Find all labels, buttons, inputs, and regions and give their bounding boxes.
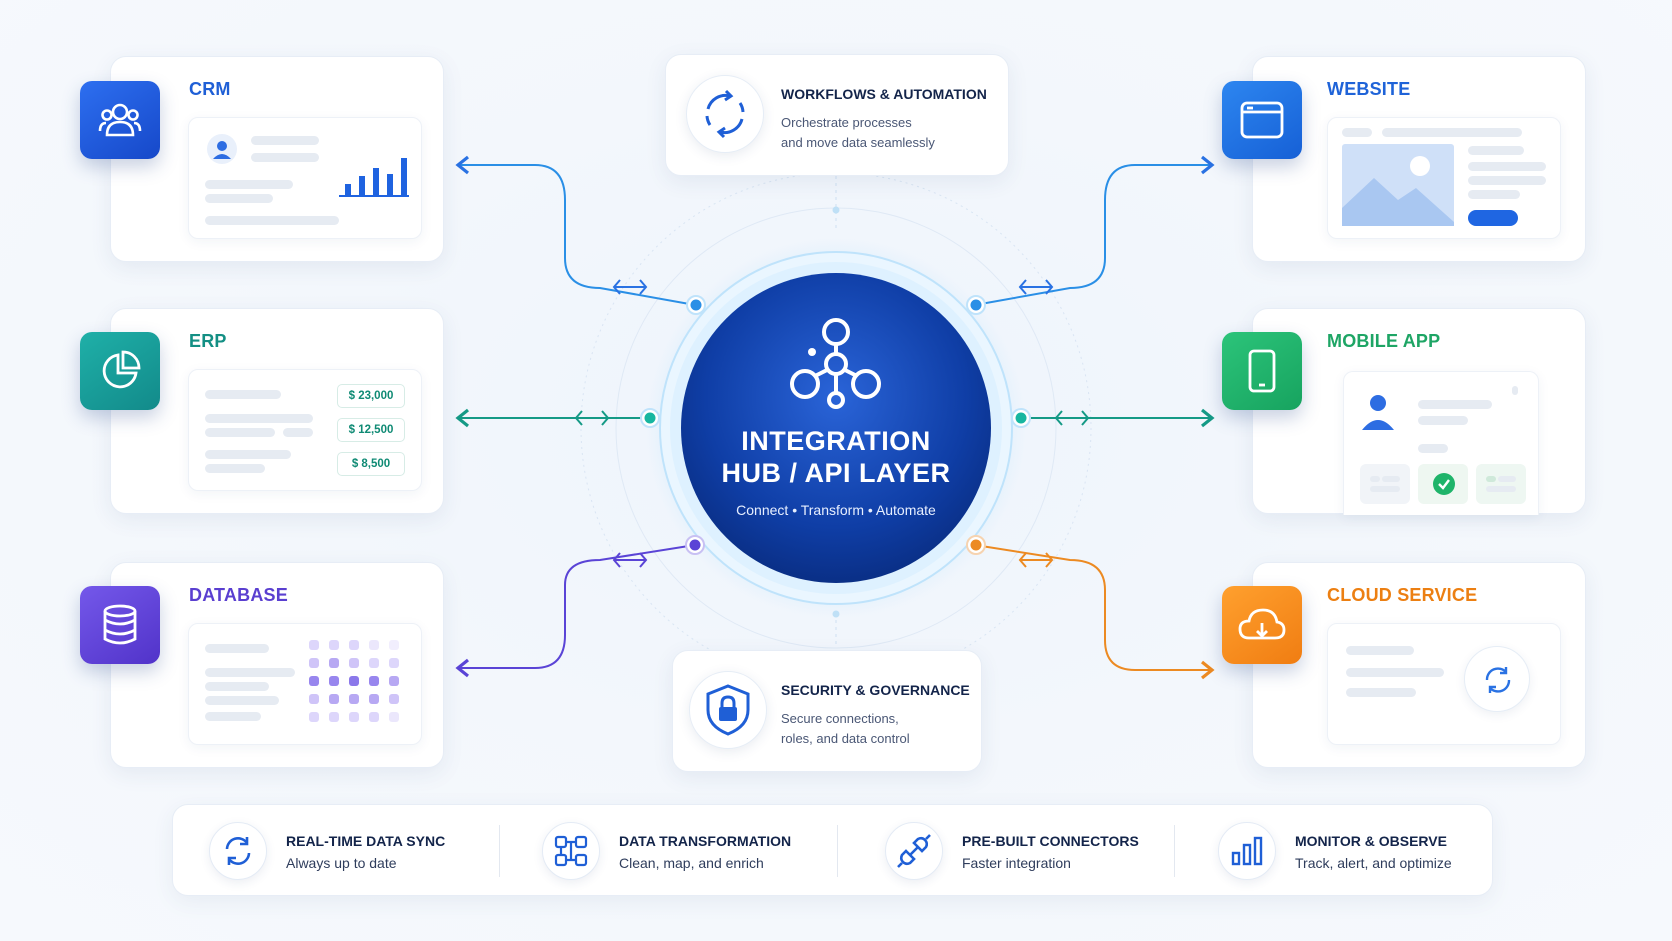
sync-icon: [1485, 667, 1511, 693]
bar-chart-icon: [339, 158, 409, 197]
database-preview: [188, 623, 422, 745]
refresh-cycle-icon: [686, 75, 764, 153]
hub-title-line1: INTEGRATION: [741, 426, 931, 456]
check-icon: [1433, 473, 1455, 495]
divider: [1174, 825, 1175, 877]
cloud-service-title: CLOUD SERVICE: [1327, 585, 1478, 605]
workflows-description: Orchestrate processes and move data seam…: [781, 113, 1001, 153]
transform-icon: [542, 822, 600, 880]
erp-value: $ 23,000: [337, 384, 405, 408]
image-placeholder-icon: [1342, 144, 1454, 226]
security-desc-line: Secure connections,: [781, 711, 899, 726]
network-nodes-icon: [790, 318, 881, 409]
divider: [837, 825, 838, 877]
pie-chart-icon: [80, 332, 160, 410]
smartphone-icon: [1222, 332, 1302, 410]
sync-badge: [1464, 646, 1530, 712]
hub-core: [681, 273, 991, 583]
feature-description: Always up to date: [286, 855, 397, 871]
user-avatar-icon: [1362, 395, 1394, 430]
hub-label: INTEGRATION HUB / API LAYER Connect • Tr…: [681, 420, 991, 540]
browser-window-icon: [1222, 81, 1302, 159]
workflows-title: WORKFLOWS & AUTOMATION: [781, 86, 987, 102]
plug-icon: [885, 822, 943, 880]
database-icon: [80, 586, 160, 664]
users-icon: [80, 81, 160, 159]
feature-title: PRE-BUILT CONNECTORS: [962, 833, 1139, 849]
security-title: SECURITY & GOVERNANCE: [781, 682, 970, 698]
tile: [1360, 464, 1410, 504]
erp-title: ERP: [189, 331, 227, 351]
cloud-preview: [1327, 623, 1561, 745]
cloud-service-card[interactable]: CLOUD SERVICE: [1252, 562, 1586, 768]
erp-card[interactable]: ERP $ 23,000 $ 12,500 $ 8,500: [110, 308, 444, 514]
feature-title: MONITOR & OBSERVE: [1295, 833, 1447, 849]
website-title: WEBSITE: [1327, 79, 1411, 99]
bar-chart-icon: [1218, 822, 1276, 880]
erp-value: $ 8,500: [337, 452, 405, 476]
website-card[interactable]: WEBSITE: [1252, 56, 1586, 262]
user-avatar-icon: [207, 134, 237, 164]
cta-button-shape: [1468, 210, 1518, 226]
crm-card[interactable]: CRM: [110, 56, 444, 262]
cloud-icon: [1222, 586, 1302, 664]
feature-title: REAL-TIME DATA SYNC: [286, 833, 446, 849]
data-grid-icon: [309, 640, 399, 722]
database-card[interactable]: DATABASE: [110, 562, 444, 768]
feature-title: DATA TRANSFORMATION: [619, 833, 792, 849]
workflows-card[interactable]: WORKFLOWS & AUTOMATION Orchestrate proce…: [665, 54, 1009, 176]
feature-pre-built-connectors[interactable]: PRE-BUILT CONNECTORS Faster integration: [849, 805, 1179, 897]
mobile-app-card[interactable]: MOBILE APP: [1252, 308, 1586, 515]
security-desc-line: roles, and data control: [781, 731, 910, 746]
mobile-app-title: MOBILE APP: [1327, 331, 1441, 351]
erp-preview: $ 23,000 $ 12,500 $ 8,500: [188, 369, 422, 491]
workflows-desc-line: and move data seamlessly: [781, 135, 935, 150]
security-description: Secure connections, roles, and data cont…: [781, 709, 1001, 749]
erp-value: $ 12,500: [337, 418, 405, 442]
tile: [1476, 464, 1526, 504]
hub-subtitle: Connect • Transform • Automate: [736, 502, 936, 518]
shield-lock-icon: [689, 671, 767, 749]
feature-monitor-observe[interactable]: MONITOR & OBSERVE Track, alert, and opti…: [1182, 805, 1512, 897]
divider: [499, 825, 500, 877]
feature-description: Clean, map, and enrich: [619, 855, 764, 871]
security-card[interactable]: SECURITY & GOVERNANCE Secure connections…: [672, 650, 982, 772]
crm-title: CRM: [189, 79, 231, 99]
website-preview: [1327, 117, 1561, 239]
feature-bar: REAL-TIME DATA SYNC Always up to date DA…: [172, 804, 1493, 896]
feature-data-transformation[interactable]: DATA TRANSFORMATION Clean, map, and enri…: [506, 805, 836, 897]
mobile-preview: [1343, 371, 1539, 515]
workflows-desc-line: Orchestrate processes: [781, 115, 912, 130]
feature-real-time-sync[interactable]: REAL-TIME DATA SYNC Always up to date: [173, 805, 503, 897]
sync-icon: [209, 822, 267, 880]
hub-title-line2: HUB / API LAYER: [721, 458, 951, 488]
crm-preview: [188, 117, 422, 239]
feature-description: Faster integration: [962, 855, 1071, 871]
database-title: DATABASE: [189, 585, 288, 605]
feature-description: Track, alert, and optimize: [1295, 855, 1452, 871]
tile: [1418, 464, 1468, 504]
